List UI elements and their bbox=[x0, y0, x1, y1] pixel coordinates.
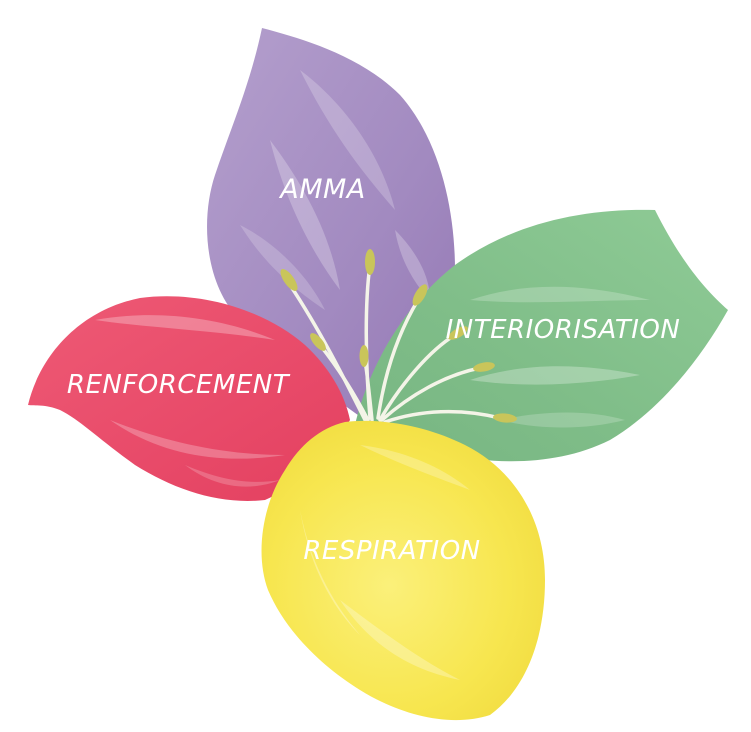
label-renforcement: RENFORCEMENT bbox=[67, 370, 291, 400]
petal-interiorisation bbox=[355, 209, 728, 462]
stamens bbox=[288, 263, 502, 424]
label-amma: AMMA bbox=[278, 174, 366, 205]
petal-respiration bbox=[261, 420, 545, 721]
label-respiration: RESPIRATION bbox=[303, 536, 480, 566]
anthers bbox=[280, 249, 517, 423]
label-interiorisation: INTERIORISATION bbox=[446, 315, 681, 345]
petal-renforcement bbox=[28, 296, 350, 501]
